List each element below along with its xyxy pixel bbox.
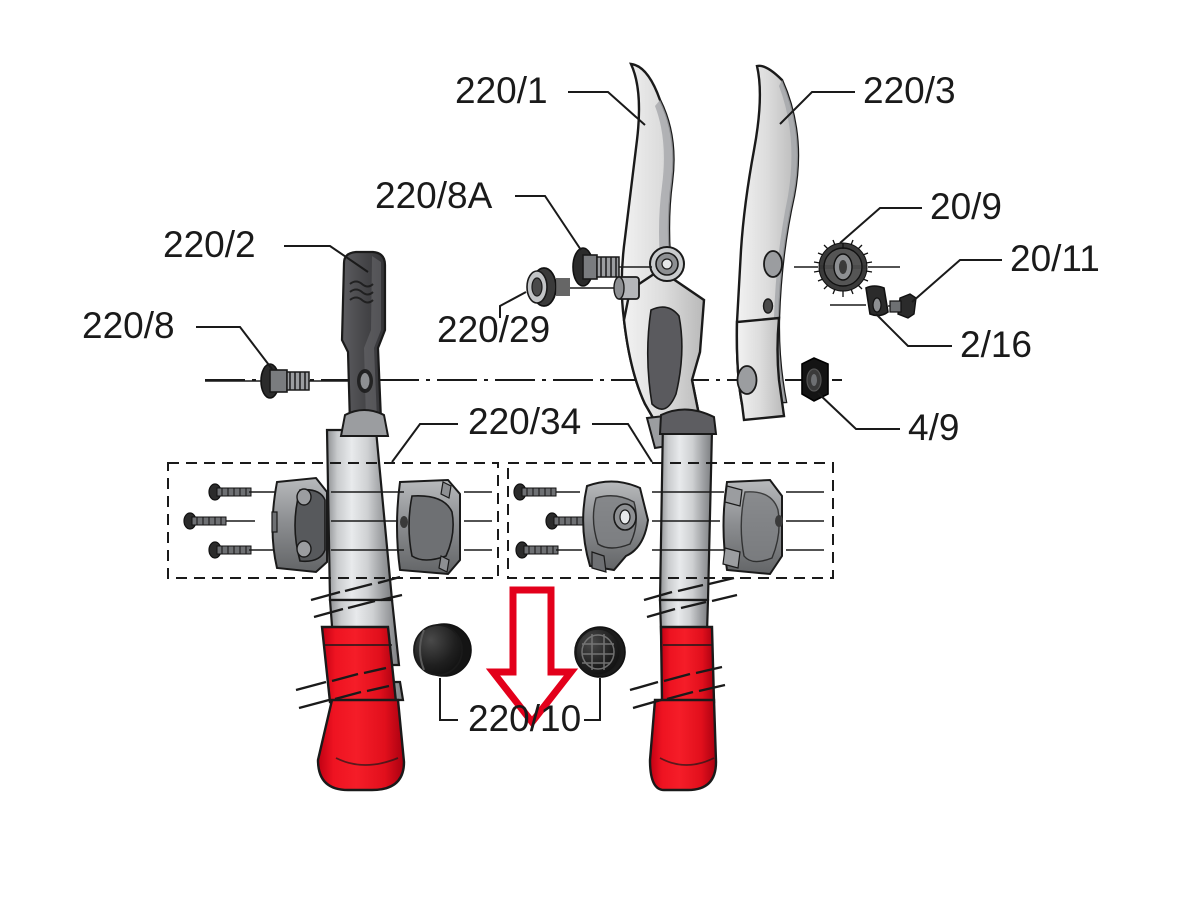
- callout-label-shoulder-bolt: 220/8: [82, 305, 175, 346]
- part-220-3-anvil-blade: [735, 64, 800, 422]
- part-220-2-left-handle-arm: [339, 250, 390, 437]
- callout-label-left-handle-arm: 220/2: [163, 224, 256, 265]
- clamp-group-left: [167, 462, 499, 579]
- callout-label-handle-end-cap: 220/10: [468, 698, 581, 739]
- callout-label-anvil-counter-blade: 220/3: [863, 70, 956, 111]
- callout-label-hex-lock-nut: 4/9: [908, 407, 959, 448]
- part-2-16-lock-block: [830, 285, 889, 317]
- clamp-screws-left: [183, 483, 285, 559]
- part-220-8a-pivot-bolt: [572, 247, 652, 287]
- clamp-half-right-outer: [722, 478, 783, 576]
- part-220-1-cutting-blade: [620, 62, 707, 450]
- clamp-group-right: [507, 462, 834, 579]
- callout-label-bearing-bushing: 220/29: [437, 309, 550, 350]
- left-handle-assembly: [295, 428, 406, 792]
- leader-lines: [196, 91, 1002, 721]
- part-220-10-end-cap-ribbed: [574, 626, 626, 678]
- part-4-9-hex-nut: [801, 357, 842, 402]
- clamp-half-left-outer: [396, 478, 461, 576]
- callout-label-serrated-star-washer: 20/9: [930, 186, 1002, 227]
- callout-label-small-screw: 20/11: [1010, 238, 1100, 279]
- callout-label-upper-cutting-blade: 220/1: [455, 70, 548, 111]
- clamp-half-left: [271, 476, 328, 574]
- callout-labels: 220/1 220/3 220/8A 20/9 220/2 20/11 220/8 220/2…: [82, 70, 1100, 739]
- red-down-arrow: [485, 586, 579, 728]
- part-20-9-star-washer: [794, 239, 900, 297]
- right-handle-assembly: [629, 408, 738, 792]
- clamp-screws-right: [513, 483, 608, 559]
- part-220-8-shoulder-bolt: [205, 363, 348, 399]
- callout-label-lock-block: 2/16: [960, 324, 1032, 365]
- part-220-29-bearing-bushing: [526, 267, 640, 307]
- callout-label-pivot-bolt: 220/8A: [375, 175, 493, 216]
- part-220-10-end-cap-plain: [413, 623, 472, 677]
- callout-label-handle-clamp-kit: 220/34: [468, 401, 581, 442]
- clamp-half-right-inner: [582, 480, 650, 573]
- part-20-11-small-screw: [888, 293, 917, 319]
